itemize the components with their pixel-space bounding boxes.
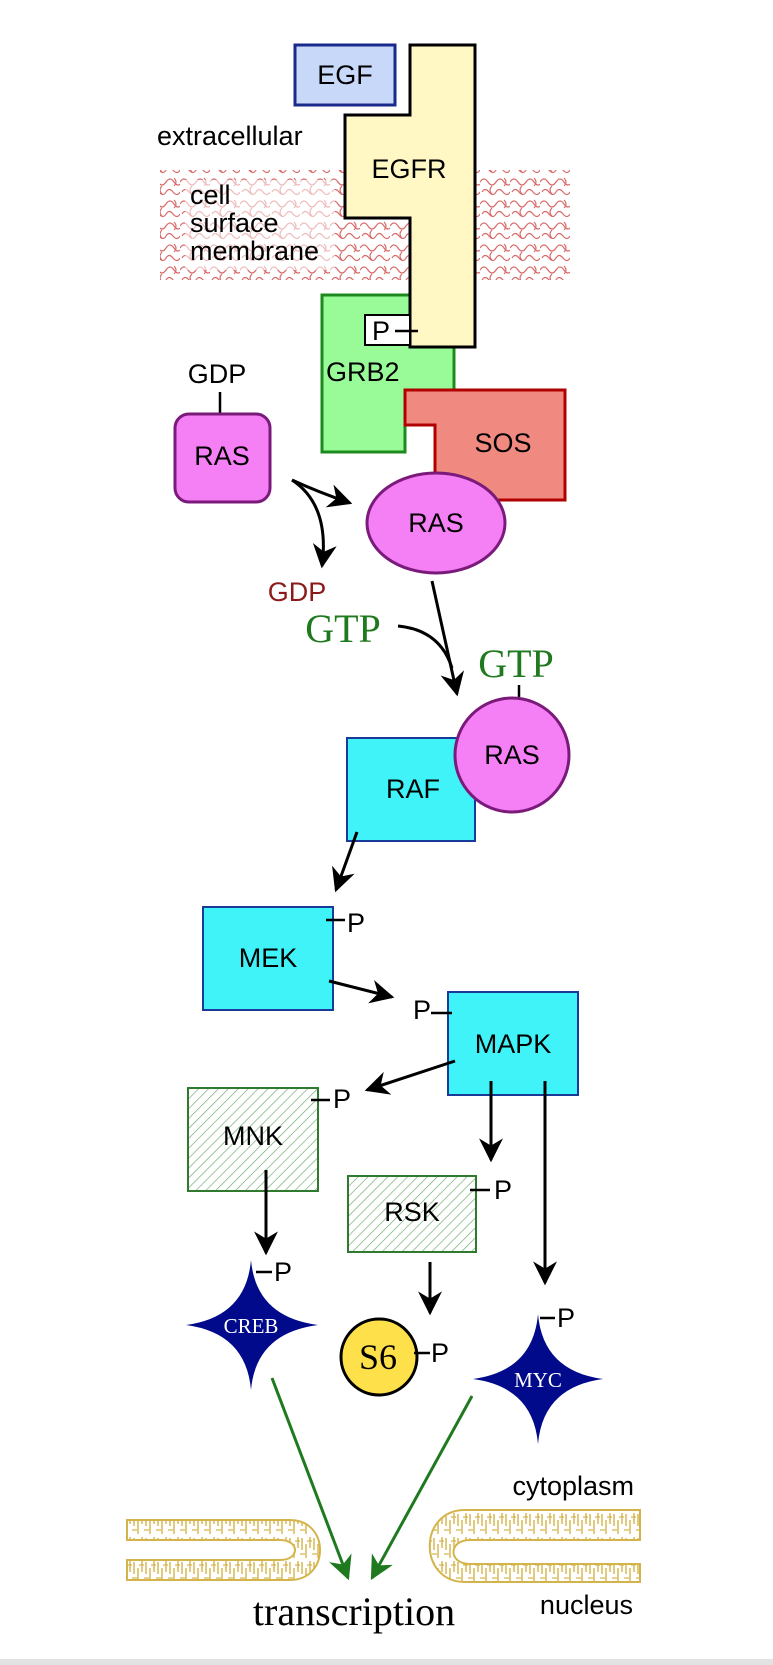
egf-ligand: EGF: [293, 43, 397, 107]
s6-label: S6: [359, 1337, 397, 1377]
gdp-bound-label: GDP: [188, 359, 247, 389]
ras-activation-arrow: [430, 580, 465, 697]
gtp-bound-label: GTP: [478, 641, 554, 686]
mek-to-mapk-arrow: [328, 979, 395, 1004]
myc-transcription-factor: MYC P: [473, 1303, 603, 1444]
s6-protein: S6 P: [339, 1317, 449, 1397]
ras-gtp: GTP RAS: [453, 641, 571, 814]
creb-phospho-label: P: [274, 1257, 292, 1287]
mnk-kinase: MNK P: [187, 1084, 351, 1192]
ras-gdp-label: RAS: [194, 441, 250, 471]
ras-sos-complex: RAS: [365, 471, 507, 575]
sos-label: SOS: [474, 428, 531, 458]
creb-to-transcription-arrow: [270, 1377, 352, 1581]
cytoplasm-label: cytoplasm: [512, 1471, 634, 1501]
myc-phospho-label: P: [557, 1303, 575, 1333]
rsk-phospho-label: P: [494, 1175, 512, 1205]
membrane-label-backdrop: [185, 180, 335, 270]
s6-phospho-label: P: [431, 1338, 449, 1368]
raf-label: RAF: [386, 774, 440, 804]
egfr-label: EGFR: [371, 154, 446, 184]
transcription-label: transcription: [253, 1589, 455, 1634]
egf-label: EGF: [317, 60, 373, 90]
myc-to-transcription-arrow: [370, 1395, 474, 1581]
raf-to-mek-arrow: [332, 831, 359, 893]
gtp-incoming-label: GTP: [305, 606, 381, 651]
egfr-receptor: EGFR P: [343, 43, 477, 349]
gdp-released-label: GDP: [268, 577, 327, 607]
mek-phospho-label: P: [347, 908, 365, 938]
creb-label: CREB: [224, 1314, 279, 1338]
page-bottom-bar: [0, 1659, 773, 1665]
ras-gdp: GDP RAS: [173, 359, 272, 504]
extracellular-label: extracellular: [157, 121, 303, 151]
mek-kinase: MEK P: [202, 906, 365, 1011]
rsk-kinase: RSK P: [347, 1175, 512, 1253]
creb-transcription-factor: CREB P: [186, 1257, 318, 1390]
gdp-release-arrow: [291, 478, 337, 569]
nuclear-envelope-left: [126, 1519, 321, 1581]
nuclear-envelope-right: [428, 1509, 641, 1583]
grb2-label: GRB2: [326, 357, 400, 387]
mnk-label: MNK: [223, 1121, 283, 1151]
egfr-phospho-label: P: [372, 316, 390, 346]
ras-gtp-label: RAS: [484, 740, 540, 770]
mapk-phospho-label: P: [413, 995, 431, 1025]
ras-sos-label: RAS: [408, 508, 464, 538]
ras-to-sos-arrow: [291, 478, 353, 508]
membrane-label-cell: cell: [190, 180, 231, 210]
mapk-label: MAPK: [475, 1029, 552, 1059]
mnk-phospho-label: P: [333, 1084, 351, 1114]
mapk-kinase: MAPK P: [413, 991, 579, 1096]
nucleus-label: nucleus: [540, 1590, 633, 1620]
mapk-to-mnk-arrow: [364, 1059, 456, 1095]
myc-label: MYC: [514, 1368, 562, 1392]
mek-label: MEK: [239, 943, 298, 973]
rsk-label: RSK: [384, 1197, 440, 1227]
membrane-label-membrane: membrane: [190, 236, 319, 266]
gtp-join-arrow: [397, 624, 454, 669]
membrane-label-surface: surface: [190, 208, 279, 238]
